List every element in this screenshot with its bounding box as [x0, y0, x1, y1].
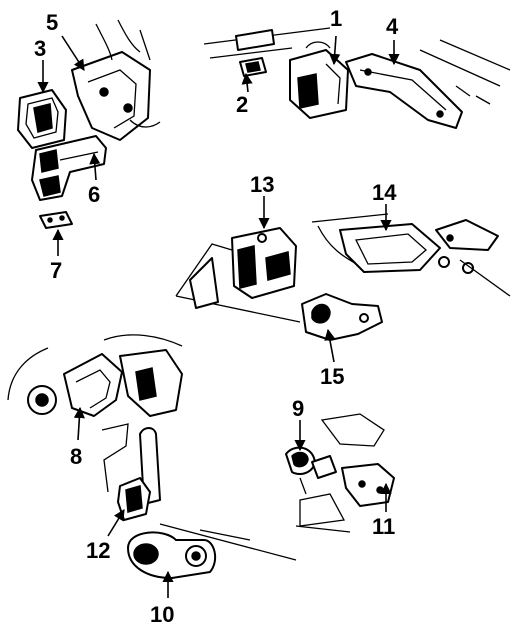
callout-10: 10 — [150, 602, 174, 627]
callout-6: 6 — [88, 182, 100, 207]
part-1-engine-mount — [289, 41, 349, 119]
part-4-mount-bracket — [345, 39, 511, 129]
callout-12: 12 — [86, 538, 110, 563]
part-5-bracket-assembly — [71, 19, 161, 141]
part-15-mount-bracket — [301, 293, 383, 341]
callout-14: 14 — [372, 180, 397, 205]
callout-13: 13 — [250, 172, 274, 197]
part-14-bracket — [311, 213, 511, 297]
callout-15: 15 — [320, 364, 344, 389]
callout-7: 7 — [50, 258, 62, 283]
callout-1: 1 — [330, 6, 342, 31]
callout-2: 2 — [236, 92, 248, 117]
callout-11: 11 — [372, 514, 395, 539]
leader-lines — [37, 35, 400, 598]
callout-3: 3 — [34, 36, 46, 61]
callout-labels: 1 2 3 4 5 6 7 8 9 10 11 12 13 14 15 — [34, 6, 399, 627]
part-11-mount-bracket — [295, 413, 395, 533]
part-8-mount-bracket — [7, 334, 183, 417]
callout-4: 4 — [386, 14, 399, 39]
callout-8: 8 — [70, 444, 82, 469]
callout-5: 5 — [46, 10, 58, 35]
part-10-engine-mount — [127, 523, 297, 579]
callout-9: 9 — [292, 396, 304, 421]
part-2-insulator-clamp — [203, 27, 331, 77]
part-7-shim-plate — [39, 211, 73, 229]
part-9-mount-bushing — [285, 446, 337, 495]
part-6-mount-bracket — [31, 135, 107, 201]
part-12-mount-insulator — [101, 423, 161, 521]
part-13-mount-assembly — [175, 227, 301, 323]
part-3-mount-insulator — [17, 89, 67, 149]
